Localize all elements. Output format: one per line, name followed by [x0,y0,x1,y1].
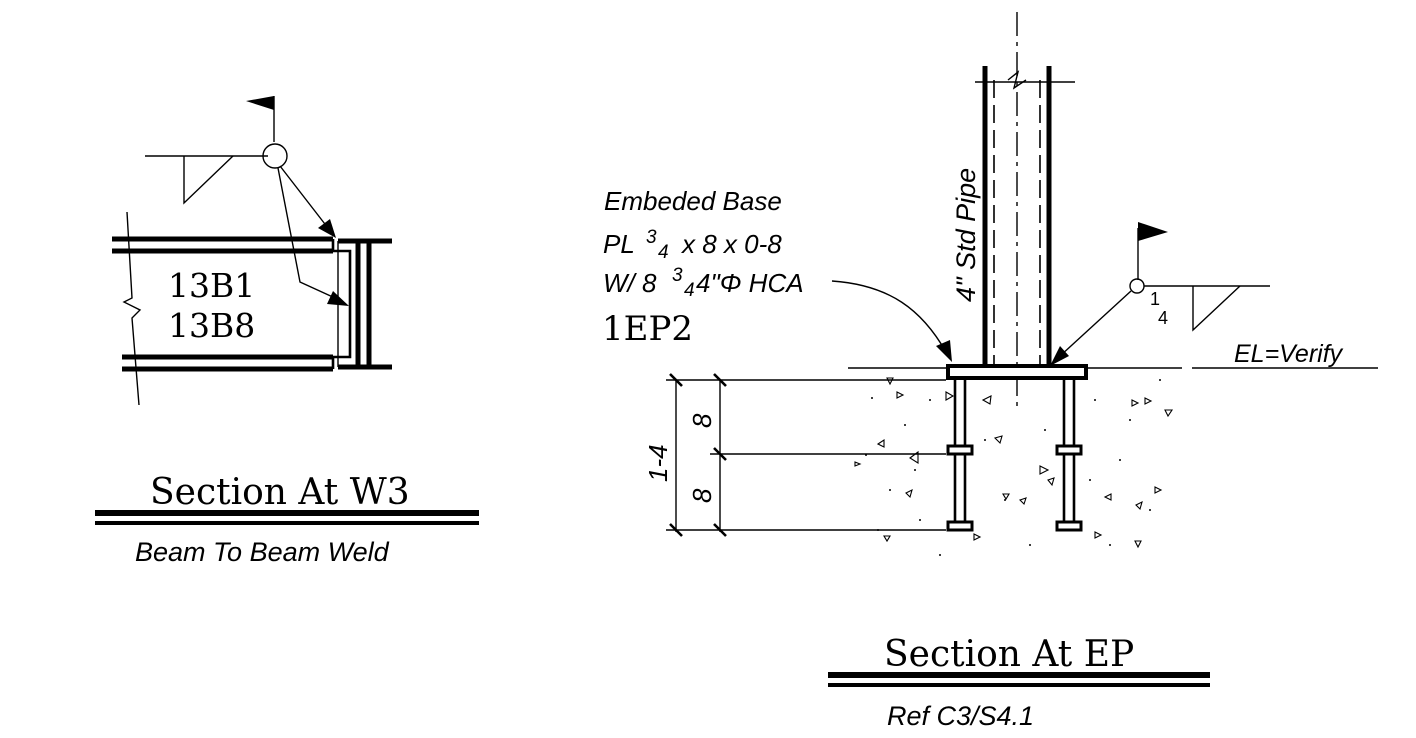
leader-line [1059,290,1132,357]
dimension-upper: 8 [687,413,717,428]
weld-size-numerator: 1 [1150,289,1160,309]
arrowhead-icon [936,340,952,362]
anchor-rods [946,378,1083,532]
field-weld-flag-icon [1138,222,1168,241]
field-weld-flag-icon [246,96,274,110]
girder-section [338,238,392,370]
title-underline [95,510,479,516]
all-around-circle [1129,278,1145,294]
note-leader [831,280,947,353]
plate-thickness-sup: 3 [646,227,657,248]
concrete-hatch [854,377,1174,556]
leader-line [279,165,329,229]
beam-mark: 13B1 [168,266,255,305]
base-plate [946,364,1088,380]
beam-mark: 13B8 [168,306,255,345]
dimension-lower: 8 [687,488,717,503]
beam-cope [331,239,352,369]
section-subtitle: Beam To Beam Weld [135,537,390,567]
section-title: Section At EP [884,634,1134,675]
title-underline [95,521,479,525]
section-w3-detail: 13B1 13B8 Section At W3 Beam To Beam Wel… [95,96,479,567]
fillet-weld-symbol [183,155,234,205]
fillet-weld-symbol [1192,285,1241,332]
arrowhead-icon [318,219,336,238]
pipe-label: 4" Std Pipe [951,168,981,302]
all-around-circle [262,143,288,169]
note-line-1: Embeded Base [604,186,782,216]
note-w8: W/ 8 [603,268,657,298]
weld-size-denominator: 4 [1158,308,1168,328]
break-line [122,211,142,406]
embed-mark: 1EP2 [602,309,693,349]
plate-thickness-sub: 4 [658,242,669,263]
elevation-label: EL=Verify [1234,340,1344,368]
title-underline [828,683,1210,687]
dimension-string [666,373,946,537]
break-symbol [1007,70,1027,90]
arrowhead-icon [1050,346,1069,366]
note-plate-size: x 8 x 0-8 [680,229,782,259]
note-line-2: PL [603,229,635,259]
note-pl: PL [603,229,635,259]
note-hca: 4"Φ HCA [696,268,804,298]
leader-line [277,167,336,299]
dimension-overall: 1-4 [643,444,673,482]
section-title: Section At W3 [150,472,410,513]
title-underline [828,672,1210,678]
anchor-dia-sub: 4 [684,280,695,301]
section-subtitle: Ref C3/S4.1 [887,701,1034,731]
anchor-dia-sup: 3 [672,265,683,286]
section-ep-detail: EL=Verify 4" Std Pipe 1 4 [602,12,1378,731]
